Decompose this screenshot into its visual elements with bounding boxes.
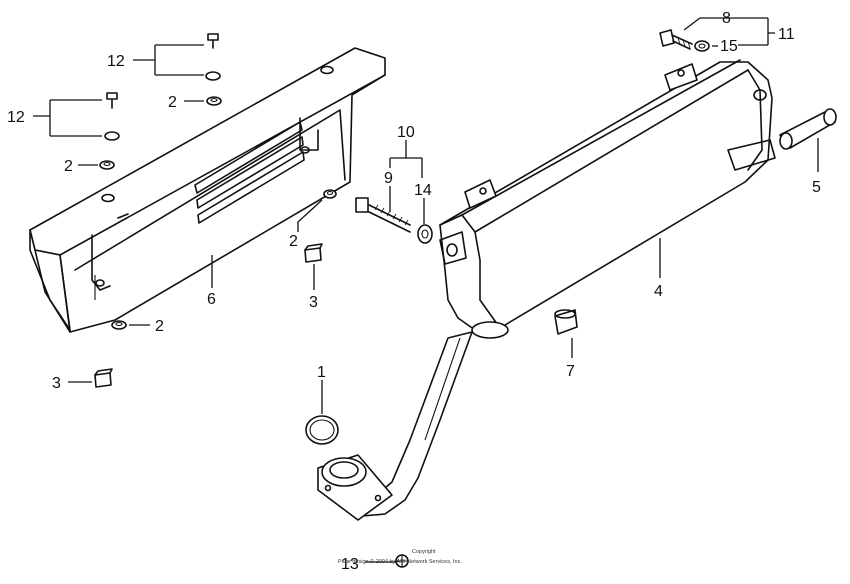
callout-8: 8 (722, 10, 731, 27)
washer-15-part[interactable] (694, 40, 710, 52)
callout-6: 6 (207, 291, 216, 308)
callout-10: 10 (397, 124, 415, 141)
rubber-mount-2b-part[interactable] (99, 160, 115, 170)
callout-5: 5 (812, 179, 821, 196)
bolt-8-part[interactable] (659, 29, 693, 50)
callout-labels: 12 12 2 2 2 2 3 3 6 10 9 14 8 15 11 5 4 … (7, 10, 821, 573)
clip-3b-part[interactable] (94, 368, 113, 388)
callout-14: 14 (414, 182, 432, 199)
callout-3-middle: 3 (309, 294, 318, 311)
callout-2-upper: 2 (168, 94, 177, 111)
callout-2-lower: 2 (155, 318, 164, 335)
muffler-protector-part[interactable] (29, 47, 386, 333)
clip-3a-part[interactable] (304, 243, 323, 263)
bolt-13-part[interactable] (395, 554, 409, 568)
callout-7: 7 (566, 363, 575, 380)
muffler-part[interactable] (439, 59, 776, 339)
copyright-line-2: Page design © 2004 by ARI Network Servic… (338, 558, 462, 565)
copyright-line-1: Copyright (412, 549, 436, 555)
rubber-mount-2a-part[interactable] (206, 96, 222, 106)
exhaust-pipe-part[interactable] (317, 331, 473, 521)
callout-11: 11 (778, 26, 795, 43)
callout-1: 1 (317, 364, 326, 381)
leader-lines (33, 17, 819, 563)
exhaust-gasket-part[interactable] (305, 415, 339, 445)
callout-9: 9 (384, 170, 393, 187)
tail-pipe-collar-part[interactable] (779, 108, 837, 150)
bolt-9-part[interactable] (355, 197, 411, 233)
callout-12-lower: 12 (7, 109, 25, 126)
callout-2-middle: 2 (289, 233, 298, 250)
rubber-mount-2c-part[interactable] (323, 189, 337, 199)
callout-3-lower: 3 (52, 375, 61, 392)
copyright-notice: Copyright Page design © 2004 by ARI Netw… (338, 549, 462, 565)
pipe-sleeve-part[interactable] (554, 309, 578, 335)
callout-15: 15 (720, 38, 738, 55)
rubber-mount-2d-part[interactable] (111, 320, 127, 330)
screw-12-upper-part[interactable] (205, 33, 221, 81)
callout-12-upper: 12 (107, 53, 125, 70)
screw-12-lower-part[interactable] (104, 92, 120, 141)
washer-14-part[interactable] (417, 224, 433, 244)
callout-4: 4 (654, 283, 663, 300)
callout-13: 13 (341, 556, 359, 573)
callout-2-left: 2 (64, 158, 73, 175)
